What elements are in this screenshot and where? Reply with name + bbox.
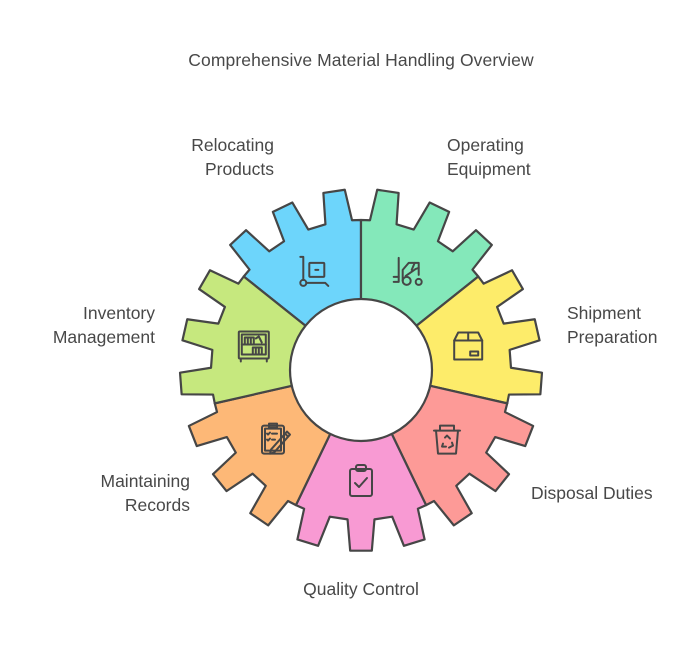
gear-segment-disposal-duties — [390, 384, 535, 527]
label-line: Records — [124, 495, 190, 515]
clipboard-pen-icon — [261, 422, 291, 455]
label-line: Preparation — [567, 327, 658, 347]
label-line: Maintaining — [100, 471, 191, 491]
diagram-title: Comprehensive Material Handling Overview — [188, 50, 534, 70]
label-quality-control: Quality Control — [261, 577, 461, 601]
label-line: Shipment — [567, 303, 641, 323]
bookshelf-icon — [237, 330, 270, 363]
label-line: Disposal Duties — [531, 483, 653, 503]
gear-segment-maintaining-records — [187, 384, 332, 527]
forklift-icon — [392, 256, 423, 286]
label-maintaining-records: Maintaining Records — [101, 469, 191, 517]
label-relocating-products: Relocating Products — [191, 133, 274, 181]
label-shipment-preparation: Shipment Preparation — [567, 301, 657, 349]
gear-segment-quality-control — [294, 432, 428, 552]
hand-truck-icon — [299, 255, 330, 287]
label-line: Operating — [447, 135, 524, 155]
label-disposal-duties: Disposal Duties — [531, 481, 653, 505]
label-line: Relocating — [191, 135, 274, 155]
recycle-bin-icon — [433, 424, 461, 455]
clipboard-check-icon — [349, 464, 373, 497]
label-inventory-management: Inventory Management — [53, 301, 155, 349]
gear-hub — [288, 297, 434, 443]
label-operating-equipment: Operating Equipment — [447, 133, 531, 181]
label-line: Management — [52, 327, 155, 347]
label-line: Equipment — [447, 159, 531, 179]
label-line: Quality Control — [303, 579, 419, 599]
label-line: Inventory — [83, 303, 155, 323]
package-box-icon — [453, 331, 484, 361]
label-line: Products — [204, 159, 274, 179]
gear-segment-shipment-preparation — [415, 269, 544, 405]
